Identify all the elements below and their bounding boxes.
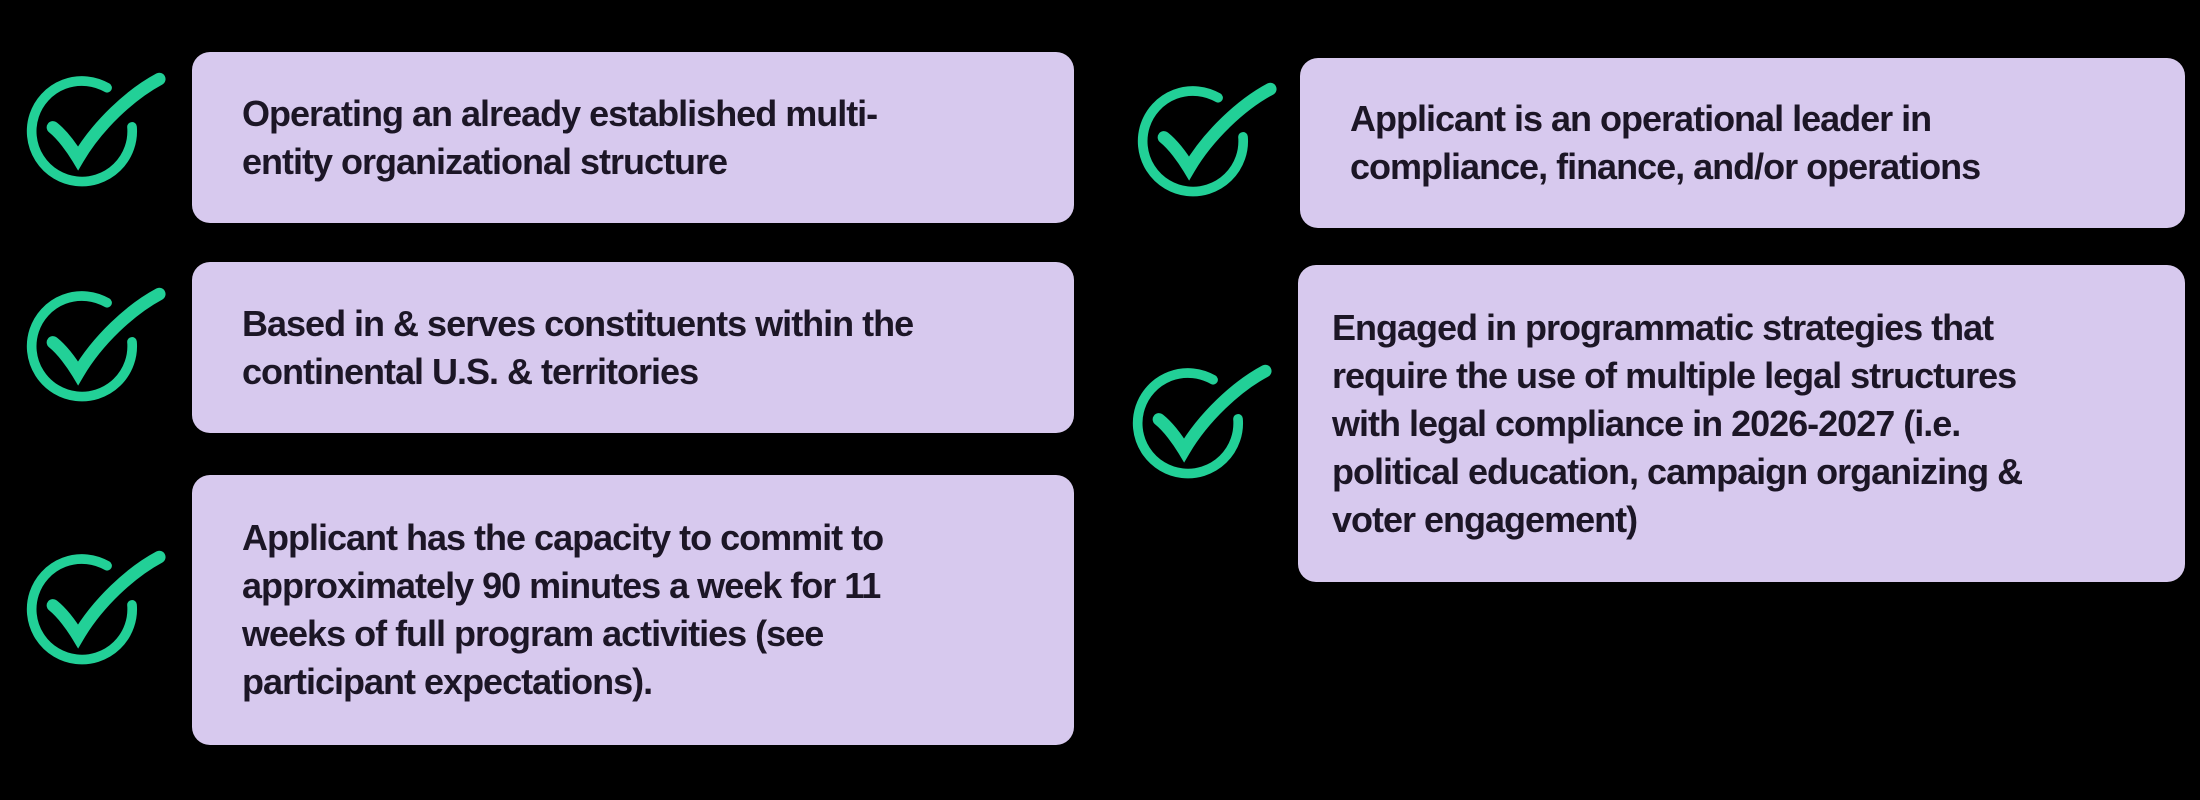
check-circle-icon xyxy=(22,533,167,670)
criteria-card: Applicant is an operational leader in co… xyxy=(1300,58,2185,228)
criteria-card: Operating an already established multi- … xyxy=(192,52,1074,223)
check-circle-icon xyxy=(22,55,167,192)
criteria-card: Based in & serves constituents within th… xyxy=(192,262,1074,433)
criteria-text: Based in & serves constituents within th… xyxy=(242,302,914,392)
criteria-card: Applicant has the capacity to commit to … xyxy=(192,475,1074,745)
criteria-text: Engaged in programmatic strategies that … xyxy=(1332,306,2023,540)
criteria-text: Applicant has the capacity to commit to … xyxy=(242,517,884,702)
check-circle-icon xyxy=(1128,347,1273,484)
criteria-text: Operating an already established multi- … xyxy=(242,92,878,182)
check-circle-icon xyxy=(22,270,167,407)
criteria-card: Engaged in programmatic strategies that … xyxy=(1298,265,2185,582)
criteria-text: Applicant is an operational leader in co… xyxy=(1350,98,1981,187)
check-circle-icon xyxy=(1133,65,1278,202)
